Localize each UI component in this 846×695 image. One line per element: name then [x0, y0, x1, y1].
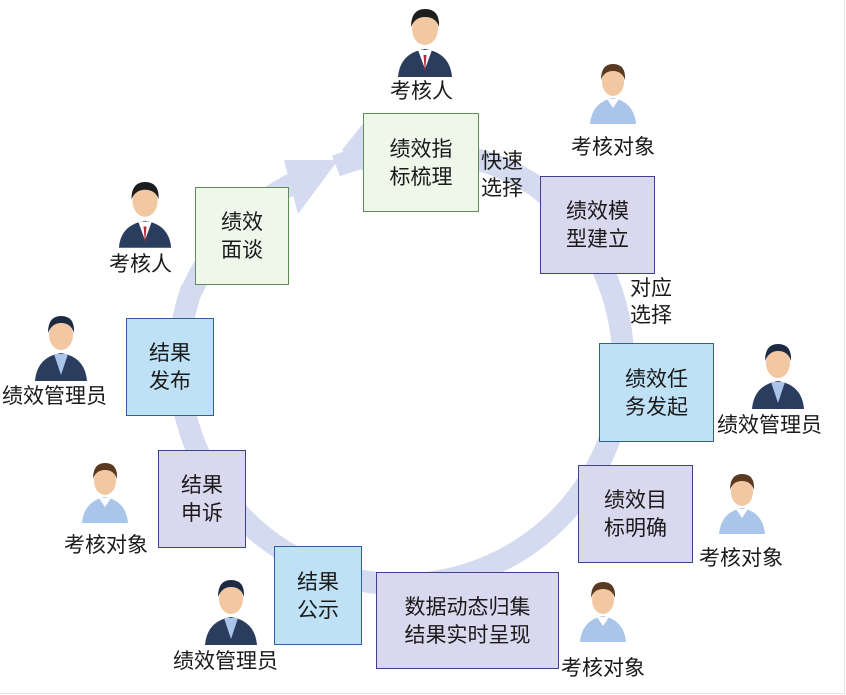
role-assessee-left: 考核对象 — [64, 533, 148, 557]
step-performance-interview: 绩效 面谈 — [195, 187, 289, 285]
step-task-launch-text: 绩效任 务发起 — [625, 366, 688, 419]
step-data-collection: 数据动态归集 结果实时呈现 — [376, 572, 559, 669]
step-performance-interview-text: 绩效 面谈 — [221, 210, 263, 262]
step-data-collection-text: 数据动态归集 结果实时呈现 — [404, 594, 531, 647]
person-manager-bottom-icon — [203, 575, 259, 645]
person-assessor-top-icon — [394, 3, 456, 77]
step-result-appeal-text: 结果 申诉 — [181, 473, 223, 525]
step-result-release: 结果 发布 — [126, 318, 214, 416]
role-manager-right: 绩效管理员 — [717, 413, 822, 437]
step-model-build: 绩效模 型建立 — [540, 176, 655, 274]
role-assessee-top-right: 考核对象 — [571, 135, 655, 159]
step-goal-clarify-text: 绩效目 标明确 — [604, 488, 667, 540]
step-goal-clarify: 绩效目 标明确 — [578, 465, 693, 563]
person-manager-right-icon — [750, 339, 806, 409]
connector-label-match-select: 对应 选择 — [630, 276, 672, 327]
step-indicator-review-text: 绩效指 标梳理 — [389, 136, 453, 189]
step-result-release-text: 结果 发布 — [149, 341, 191, 393]
step-indicator-review: 绩效指 标梳理 — [363, 113, 479, 212]
role-manager-left: 绩效管理员 — [2, 384, 107, 408]
person-assessee-right-icon — [717, 470, 767, 534]
role-manager-bottom: 绩效管理员 — [173, 649, 278, 673]
person-assessor-left-icon — [115, 176, 175, 248]
role-assessee-right: 考核对象 — [699, 546, 783, 570]
person-assessee-bottom-right-icon — [578, 578, 628, 642]
step-result-appeal: 结果 申诉 — [158, 450, 246, 548]
step-result-publicize: 结果 公示 — [274, 546, 362, 645]
role-assessee-bottom-right: 考核对象 — [561, 656, 645, 680]
role-assessor-top: 考核人 — [390, 79, 453, 103]
step-task-launch: 绩效任 务发起 — [599, 343, 714, 442]
step-result-publicize-text: 结果 公示 — [297, 569, 339, 622]
role-assessor-left: 考核人 — [109, 252, 172, 276]
person-assessee-left-icon — [80, 459, 130, 523]
person-assessee-top-right-icon — [588, 60, 638, 124]
ring-arrowhead-left — [284, 160, 338, 214]
person-manager-left-icon — [33, 311, 89, 381]
connector-label-quick-select: 快速 选择 — [481, 149, 523, 200]
step-model-build-text: 绩效模 型建立 — [566, 199, 629, 251]
